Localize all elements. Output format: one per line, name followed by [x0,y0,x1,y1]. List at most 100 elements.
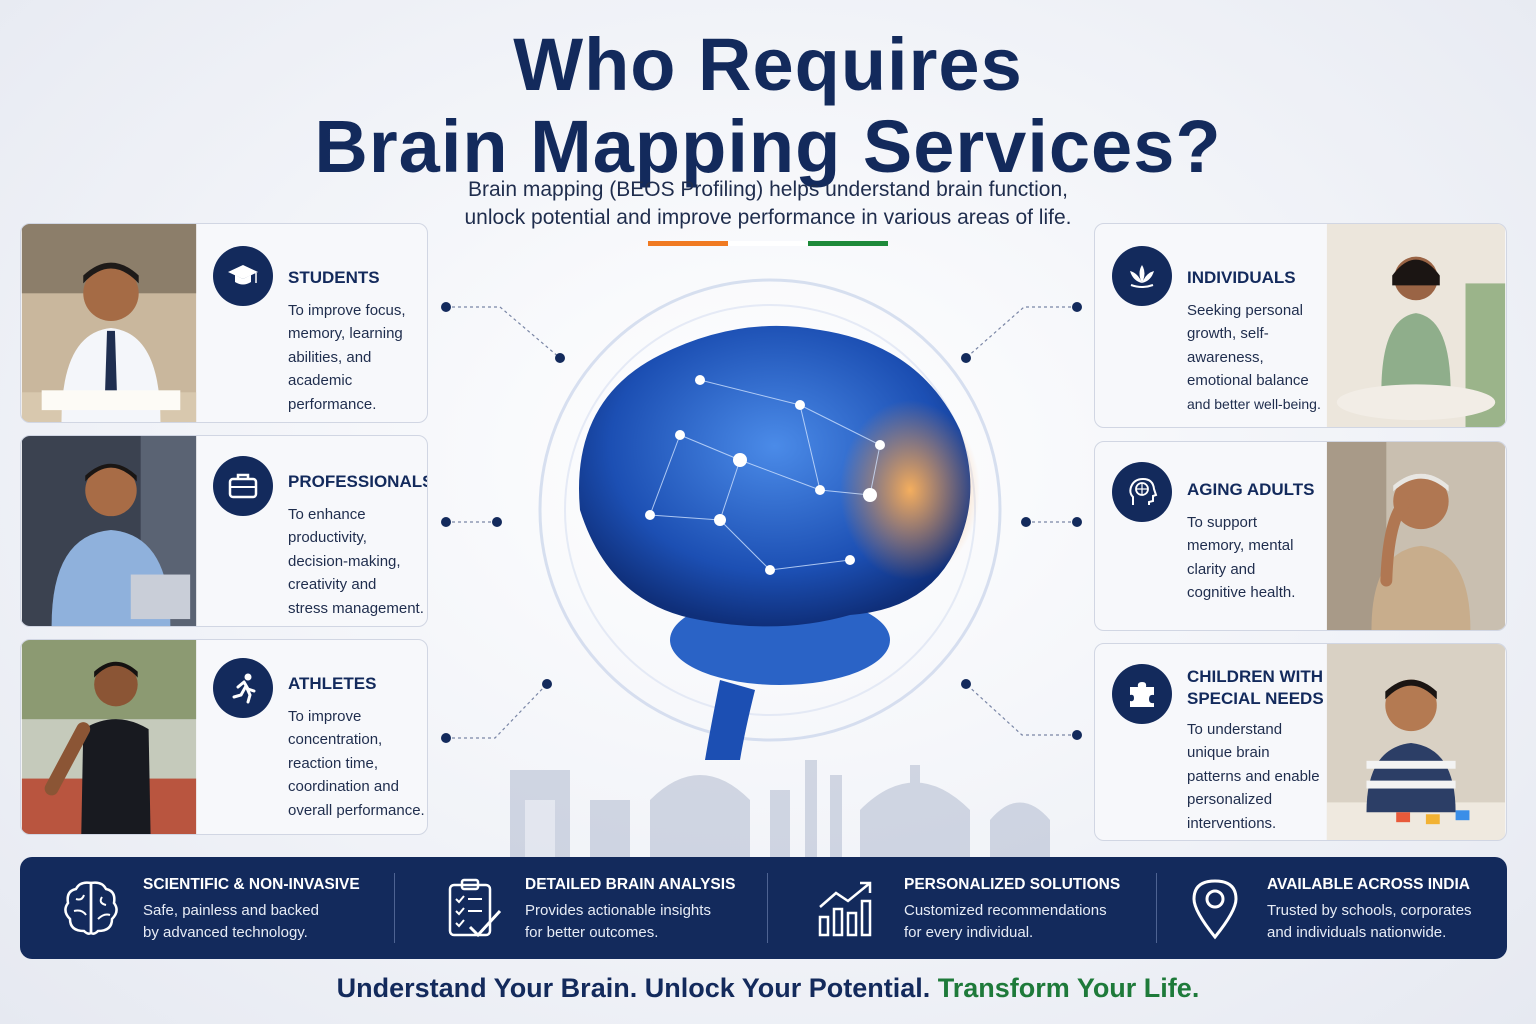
text-line: reaction time, [288,754,379,772]
card-students: STUDENTS To improve focus, memory, learn… [20,223,428,423]
feature-personalized: PERSONALIZED SOLUTIONS Customized recomm… [768,857,1157,959]
briefcase-icon [213,456,273,516]
head-brain-icon [1112,462,1172,522]
text-line: Seeking personal [1187,302,1303,319]
text-line: Trusted by schools, corporates [1267,902,1472,919]
text-line: To enhance [288,506,366,523]
text-line: memory, mental [1187,537,1294,555]
tagline-part-1: Understand Your Brain. Unlock Your Poten… [336,973,931,1003]
text-line: To improve [288,708,362,725]
text-line: Provides actionable insights [525,902,711,919]
text-line: To understand [1187,721,1283,738]
text-line: concentration, [288,731,383,749]
feature-title: SCIENTIFIC & NON-INVASIVE [143,876,360,893]
brain-illustration [520,260,1020,820]
text-line: memory, learning [288,325,403,343]
card-aging-adults: AGING ADULTS To support memory, mental c… [1094,441,1507,631]
divider [767,873,768,943]
text-line: growth, self- [1187,325,1269,343]
card-professionals: PROFESSIONALS To enhance productivity, d… [20,435,428,627]
text-line: and individuals nationwide. [1267,924,1447,941]
text-line: stress management. [288,599,424,617]
card-title: CHILDREN WITH SPECIAL NEEDS [1187,666,1347,710]
card-description: To support memory, mental clarity and co… [1187,511,1337,605]
card-title: AGING ADULTS [1187,480,1315,499]
feature-title: AVAILABLE ACROSS INDIA [1267,876,1470,893]
location-pin-icon [1192,879,1238,940]
tagline: Understand Your Brain. Unlock Your Poten… [0,973,1536,1004]
text-line: abilities, and [288,348,372,366]
tricolor-divider [648,241,888,246]
text-line: To improve focus, [288,302,406,319]
feature-description: Safe, painless and backed by advanced te… [143,900,373,944]
graduation-cap-icon [213,246,273,306]
athlete-photo [21,640,197,834]
tagline-part-2: Transform Your Life. [937,973,1200,1003]
text-line: Customized recommendations [904,902,1107,919]
text-line: by advanced technology. [143,924,308,941]
text-line: emotional balance [1187,372,1309,390]
feature-description: Trusted by schools, corporates and indiv… [1267,900,1497,944]
divider [394,873,395,943]
card-description: To improve focus, memory, learning abili… [288,299,427,416]
page-subtitle: Brain mapping (BEOS Profiling) helps und… [0,176,1536,232]
text-line: for every individual. [904,924,1034,941]
text-line: overall performance. [288,801,425,819]
text-line: and better well-being. [1187,395,1321,412]
card-children-special-needs: CHILDREN WITH SPECIAL NEEDS To understan… [1094,643,1507,841]
growth-chart-icon [818,881,872,937]
meditation-photo [1326,224,1506,427]
lotus-icon [1112,246,1172,306]
runner-icon [213,658,273,718]
text-line: performance. [288,395,377,413]
text-line: decision-making, [288,552,401,570]
feature-across-india: AVAILABLE ACROSS INDIA Trusted by school… [1157,857,1507,959]
card-description: To enhance productivity, decision-making… [288,503,427,620]
card-individuals: INDIVIDUALS Seeking personal growth, sel… [1094,223,1507,428]
text-line: awareness, [1187,348,1264,366]
text-line: interventions. [1187,814,1277,832]
clipboard-check-icon [448,878,502,938]
text-line: creativity and [288,576,377,594]
subtitle-line-2: unlock potential and improve performance… [464,206,1072,229]
subtitle-line-1: Brain mapping (BEOS Profiling) helps und… [468,178,1068,201]
text-line: To support [1187,514,1258,531]
card-description: To understand unique brain patterns and … [1187,718,1337,835]
card-athletes: ATHLETES To improve concentration, react… [20,639,428,835]
text-line: clarity and [1187,560,1256,578]
card-description: Seeking personal growth, self- awareness… [1187,299,1332,416]
text-line: personalized [1187,791,1273,809]
child-photo [1326,644,1506,840]
card-title: ATHLETES [288,674,377,693]
text-line: coordination and [288,778,399,796]
title-line: CHILDREN WITH [1187,667,1323,686]
title-line-1: Who Requires [513,23,1023,106]
india-skyline-illustration [510,760,1050,860]
feature-description: Customized recommendations for every ind… [904,900,1134,944]
text-line: unique brain [1187,744,1270,762]
brain-outline-icon [64,881,118,935]
text-line: productivity, [288,529,367,547]
feature-description: Provides actionable insights for better … [525,900,755,944]
card-title: STUDENTS [288,268,380,287]
student-photo [21,224,197,422]
text-line: academic [288,372,353,390]
elderly-photo [1326,442,1506,630]
text-line: cognitive health. [1187,584,1296,602]
features-bar: SCIENTIFIC & NON-INVASIVE Safe, painless… [20,857,1507,959]
feature-title: DETAILED BRAIN ANALYSIS [525,876,736,893]
card-description: To improve concentration, reaction time,… [288,705,427,822]
title-line: SPECIAL NEEDS [1187,689,1324,708]
puzzle-icon [1112,664,1172,724]
feature-analysis: DETAILED BRAIN ANALYSIS Provides actiona… [395,857,768,959]
text-line: for better outcomes. [525,924,659,941]
feature-scientific: SCIENTIFIC & NON-INVASIVE Safe, painless… [20,857,395,959]
title-line-2: Brain Mapping Services? [314,105,1222,188]
card-title: INDIVIDUALS [1187,268,1296,287]
text-line: patterns and enable [1187,767,1320,785]
page-title: Who Requires Brain Mapping Services? [0,24,1536,188]
divider [1156,873,1157,943]
feature-title: PERSONALIZED SOLUTIONS [904,876,1121,893]
text-line: Safe, painless and backed [143,902,319,919]
